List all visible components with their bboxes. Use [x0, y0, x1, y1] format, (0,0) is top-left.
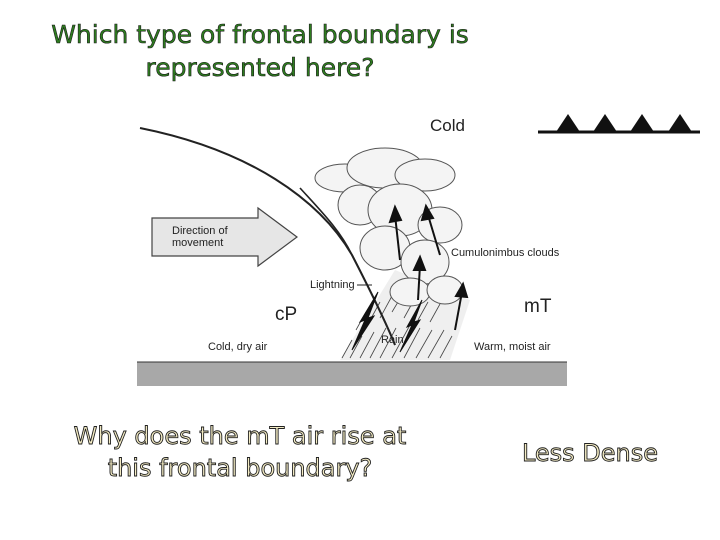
direction-arrow — [151, 206, 299, 268]
answer-text: Less Dense — [521, 439, 659, 468]
slide-title: Which type of frontal boundary is repres… — [10, 18, 510, 84]
cold-front-diagram: Direction of movement Cold Cumulonimbus … — [137, 114, 700, 386]
label-rain: Rain — [381, 334, 404, 346]
label-cold-dry-air: Cold, dry air — [208, 341, 268, 353]
question-text: Why does the mT air rise at this frontal… — [30, 420, 450, 484]
ground-bar — [137, 362, 567, 386]
question-line-1: Why does the mT air rise at — [73, 422, 407, 451]
title-line-1: Which type of frontal boundary is — [51, 20, 469, 50]
rising-air-arrows — [388, 203, 469, 331]
question-line-2: this frontal boundary? — [107, 454, 373, 483]
arrow-text-line-1: Direction of — [172, 225, 229, 237]
cumulonimbus-cloud — [314, 147, 464, 307]
label-cp: cP — [275, 304, 297, 325]
label-warm-moist-air: Warm, moist air — [474, 341, 551, 353]
label-cold: Cold — [430, 116, 465, 135]
label-lightning: Lightning — [310, 279, 355, 291]
title-line-2: represented here? — [145, 53, 375, 83]
arrow-text-line-2: movement — [172, 237, 223, 249]
lightning-bolts — [351, 291, 423, 353]
cold-front-triangles-icon — [538, 114, 700, 134]
label-mt: mT — [524, 296, 552, 317]
label-cumulonimbus: Cumulonimbus clouds — [451, 247, 560, 259]
